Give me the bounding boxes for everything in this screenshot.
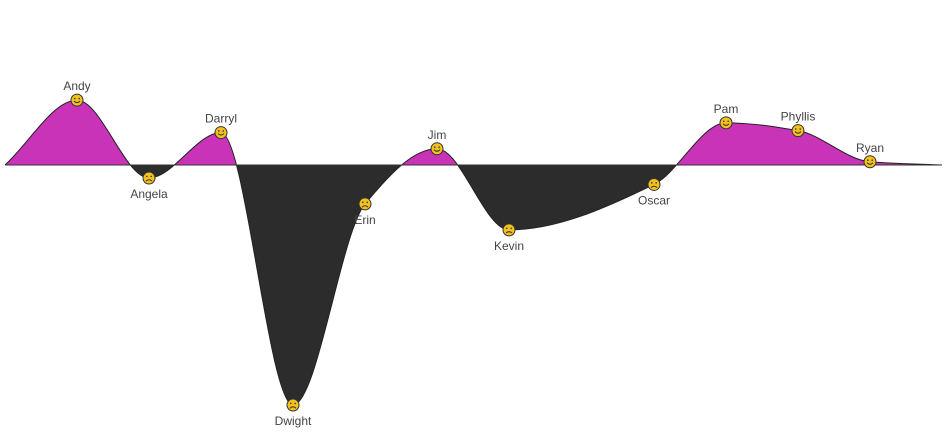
marker-eye	[434, 146, 436, 148]
marker-mouth	[361, 205, 369, 208]
marker-face	[430, 142, 444, 156]
smiley-face-icon-phyllis	[791, 124, 805, 138]
smiley-face-icon-darryl	[214, 126, 228, 140]
point-label-oscar: Oscar	[638, 193, 670, 207]
sad-face-icon-angela	[142, 171, 156, 185]
smiley-face-icon-jim	[430, 142, 444, 156]
marker-eye	[651, 182, 653, 184]
marker-eye	[146, 175, 148, 178]
marker-face	[358, 197, 372, 211]
marker-eye	[74, 97, 76, 100]
marker-face	[863, 155, 877, 169]
marker-face	[142, 171, 156, 185]
marker-face	[647, 177, 661, 191]
marker-mouth	[794, 131, 802, 134]
marker-eye	[510, 227, 512, 230]
point-label-andy: Andy	[63, 79, 90, 93]
marker-eye	[655, 182, 657, 184]
marker-eye	[222, 130, 224, 132]
point-label-erin: Erin	[354, 213, 375, 227]
point-label-dwight: Dwight	[275, 414, 312, 428]
marker-mouth	[650, 185, 658, 189]
sad-face-icon-kevin	[502, 223, 516, 237]
point-label-ryan: Ryan	[856, 141, 884, 155]
positive-area	[5, 100, 942, 165]
marker-face	[791, 124, 805, 138]
marker-mouth	[505, 231, 513, 234]
marker-eye	[867, 159, 869, 161]
smiley-face-icon-pam	[719, 116, 733, 130]
point-label-pam: Pam	[714, 102, 739, 116]
marker-eye	[506, 227, 508, 230]
marker-eye	[362, 201, 364, 204]
marker-eye	[78, 97, 80, 100]
marker-mouth	[722, 123, 730, 126]
marker-eye	[799, 128, 801, 130]
point-label-angela: Angela	[130, 187, 168, 201]
marker-face	[214, 126, 228, 140]
smiley-face-icon-andy	[70, 93, 84, 107]
marker-face	[286, 398, 300, 412]
area-layer	[4, 99, 943, 406]
marker-mouth	[217, 133, 225, 136]
marker-face	[502, 223, 516, 237]
marker-face	[70, 93, 84, 107]
marker-mouth	[73, 100, 81, 104]
point-label-phyllis: Phyllis	[781, 110, 816, 124]
smiley-face-icon-ryan	[863, 155, 877, 169]
marker-face	[719, 116, 733, 130]
marker-eye	[290, 402, 292, 405]
marker-eye	[795, 128, 797, 130]
marker-eye	[727, 120, 729, 123]
marker-mouth	[145, 179, 153, 182]
marker-eye	[871, 159, 873, 161]
marker-eye	[366, 201, 369, 204]
sad-face-icon-oscar	[647, 177, 661, 191]
point-label-darryl: Darryl	[205, 112, 237, 126]
point-label-kevin: Kevin	[494, 239, 524, 253]
marker-mouth	[289, 406, 297, 409]
marker-eye	[294, 402, 297, 405]
marker-mouth	[866, 162, 874, 165]
marker-mouth	[433, 149, 441, 152]
marker-eye	[438, 146, 441, 148]
point-label-jim: Jim	[428, 128, 447, 142]
marker-eye	[218, 130, 220, 132]
sad-face-icon-dwight	[286, 398, 300, 412]
sad-face-icon-erin	[358, 197, 372, 211]
marker-eye	[150, 175, 152, 178]
marker-layer	[70, 93, 877, 412]
marker-eye	[723, 120, 725, 123]
